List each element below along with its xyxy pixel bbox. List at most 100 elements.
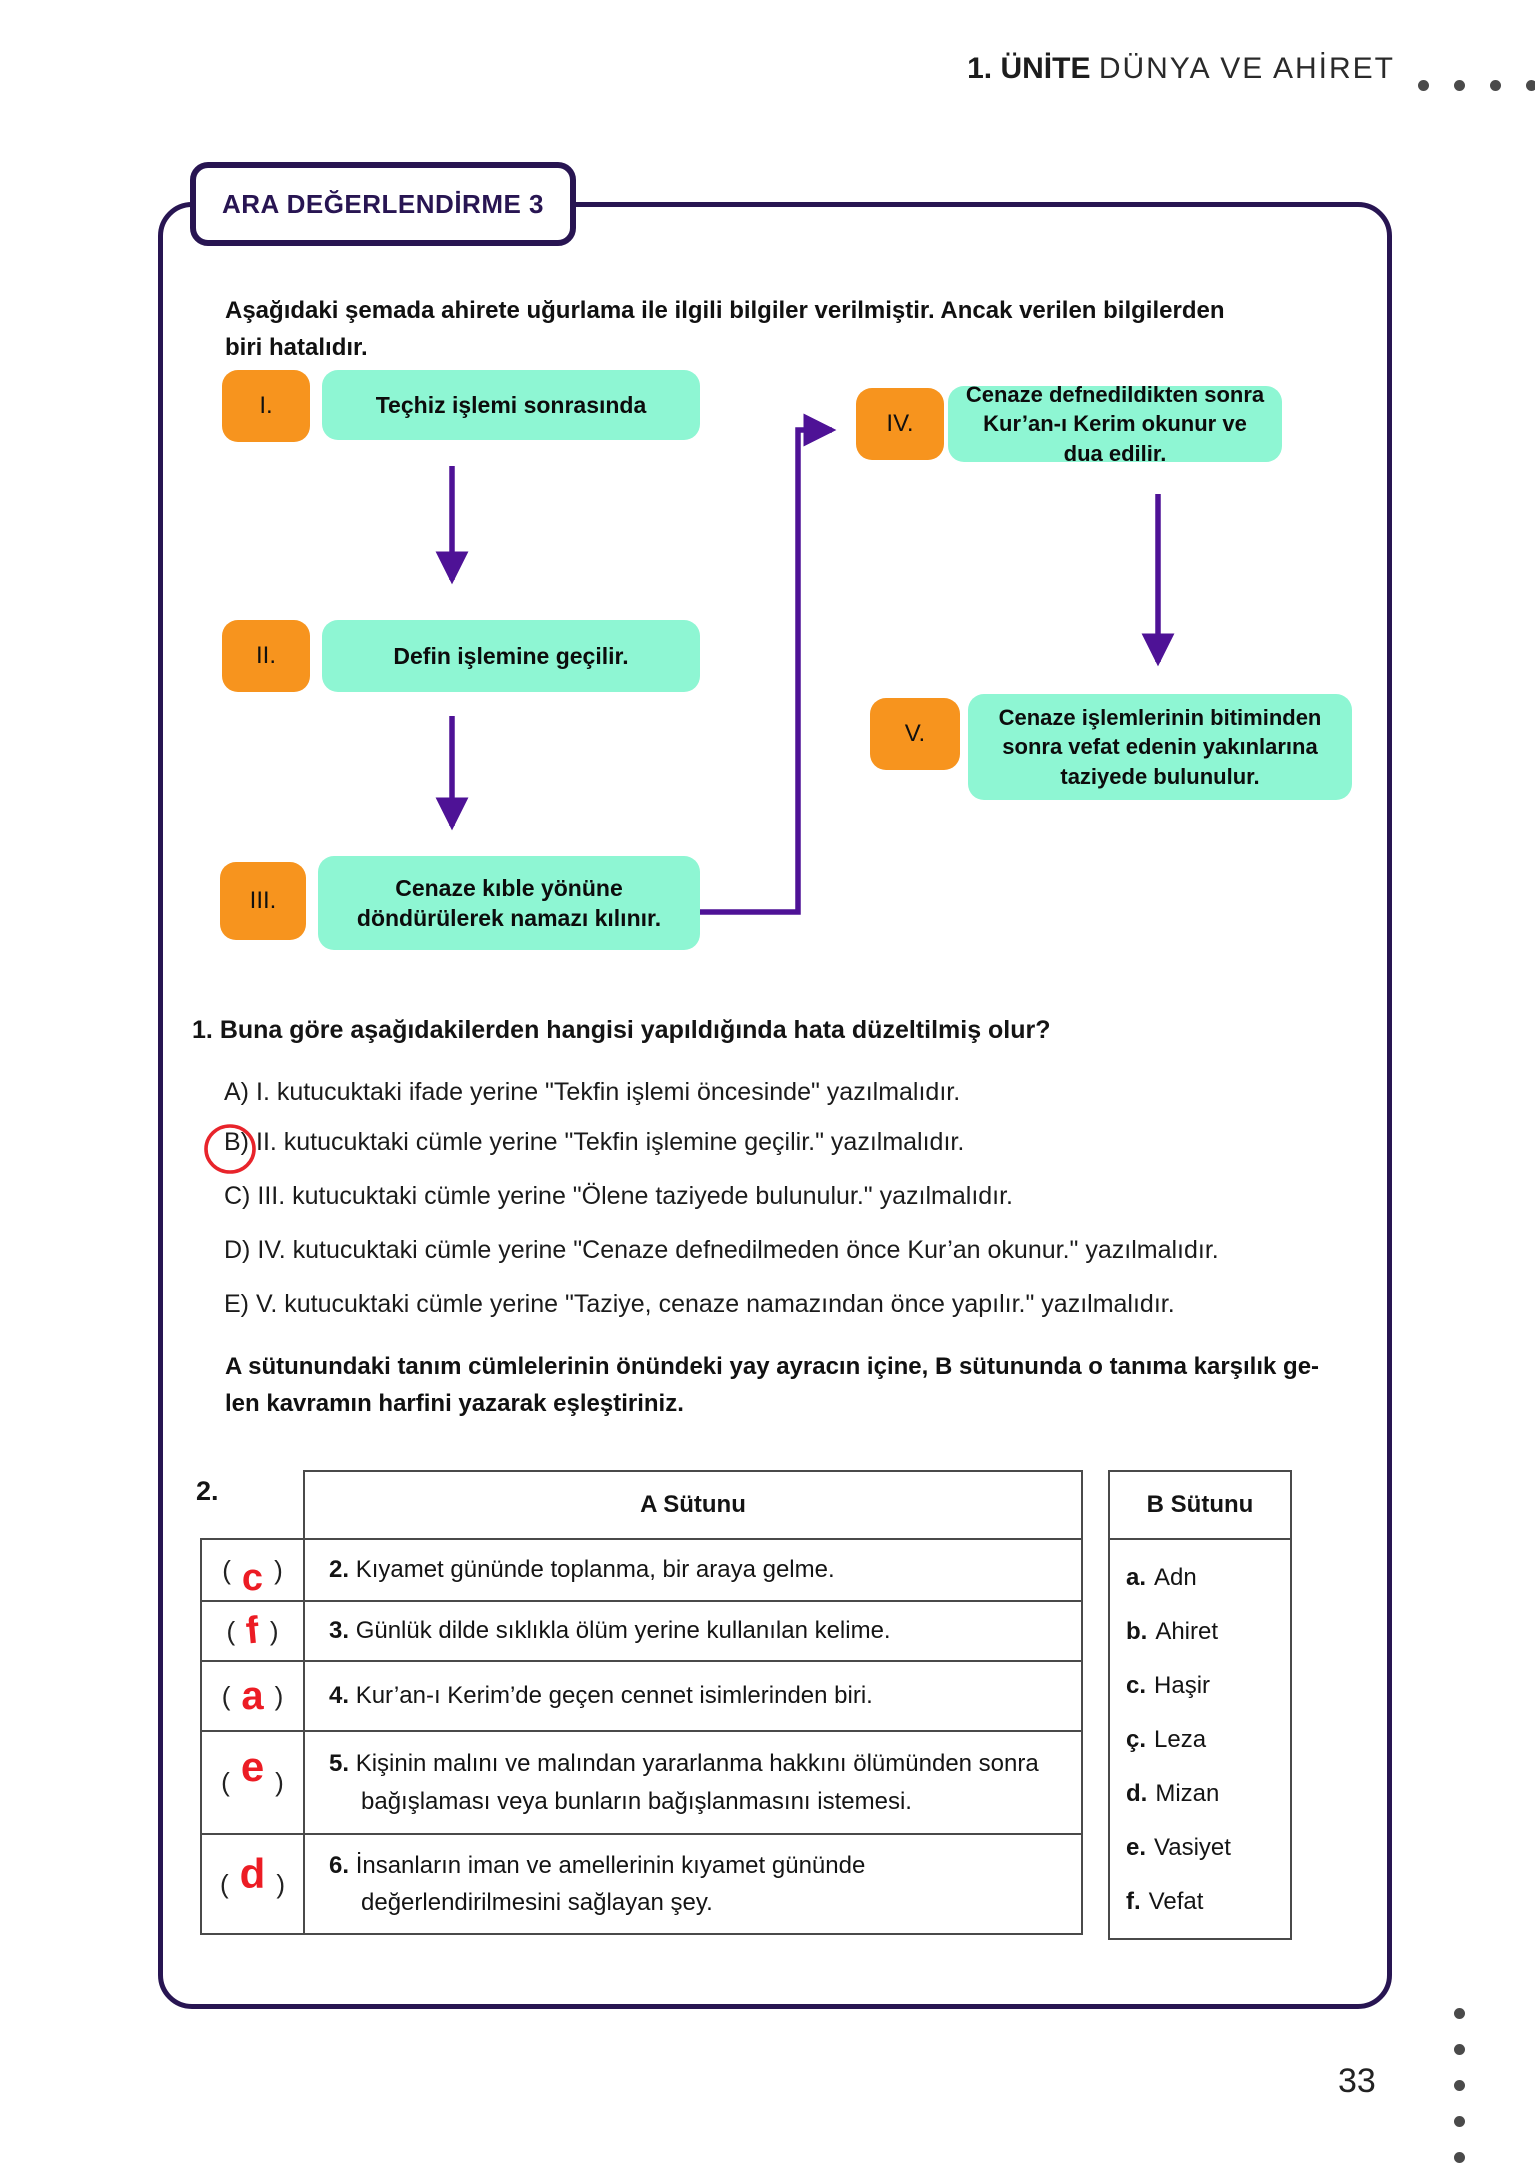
instruction-line: len kavramın harfini yazarak eşleştirini… (225, 1390, 684, 1418)
term-letter: c. (1126, 1672, 1147, 1699)
definition-text: Kişinin malını ve malından yararlanma ha… (355, 1750, 1039, 1815)
term-text: Vefat (1148, 1888, 1204, 1915)
definition-text: Kıyamet gününde toplanma, bir araya gelm… (355, 1556, 835, 1584)
table-row: (c) 2. Kıyamet gününde toplanma, bir ara… (200, 1538, 1083, 1602)
option-c-text: III. kutucuktaki cümle yerine "Ölene taz… (257, 1182, 1014, 1210)
flow-node-3: Cenaze kıble yönüne döndürülerek namazı … (318, 856, 700, 950)
intro-text: Aşağıdaki şemada ahirete uğurlama ile il… (225, 292, 1365, 366)
column-a-header: A Sütunu (303, 1470, 1083, 1540)
instruction-line: A sütunundaki tanım cümlelerinin önündek… (225, 1353, 1320, 1380)
definition-cell: 4. Kur’an-ı Kerim’de geçen cennet isimle… (303, 1660, 1083, 1732)
answer-bracket-cell: (e) (200, 1730, 305, 1835)
option-d: D)IV. kutucuktaki cümle yerine "Cenaze d… (224, 1233, 1219, 1267)
flow-badge-3: III. (220, 862, 306, 940)
item-number: 2. (329, 1556, 350, 1584)
term-text: Ahiret (1155, 1618, 1219, 1645)
question-1-number: 1. (192, 1016, 213, 1044)
term-letter: b. (1126, 1618, 1148, 1645)
unit-number: 1. ÜNİTE (967, 52, 1091, 85)
definition-text: İnsanların iman ve amellerinin kıyamet g… (355, 1851, 866, 1916)
footer-dots (1454, 2008, 1465, 2163)
footer-dot (1454, 2116, 1465, 2127)
header-dot (1490, 80, 1501, 91)
item-number: 4. (329, 1682, 350, 1710)
definition-text: Günlük dilde sıklıkla ölüm yerine kullan… (355, 1617, 891, 1645)
header-dot (1454, 80, 1465, 91)
item-number: 6. (329, 1851, 350, 1879)
option-b-label: B) (224, 1128, 249, 1156)
column-b-table: B Sütunu a. Adn b. Ahiret c. Haşir ç.Leza d… (1108, 1470, 1292, 1940)
table-row: (a) 4. Kur’an-ı Kerim’de geçen cennet is… (200, 1660, 1083, 1732)
intro-line: biri hatalıdır. (225, 334, 368, 362)
intro-line: Aşağıdaki şemada ahirete uğurlama ile il… (225, 297, 1225, 324)
term-item: ç.Leza (1126, 1726, 1290, 1780)
empty-cell (201, 1471, 304, 1539)
term-text: Vasiyet (1154, 1834, 1231, 1861)
term-item: f. Vefat (1126, 1888, 1290, 1942)
column-b-header: B Sütunu (1110, 1472, 1290, 1540)
header-dots (1418, 80, 1535, 91)
answer-bracket-cell: (d) (200, 1833, 305, 1935)
unit-title: DÜNYA VE AHİRET (1098, 52, 1395, 85)
handwritten-answer: f (244, 1609, 261, 1653)
question-2-instruction: A sütunundaki tanım cümlelerinin önündek… (225, 1348, 1375, 1422)
table-row: (f) 3. Günlük dilde sıklıkla ölüm yerine… (200, 1600, 1083, 1662)
term-letter: a. (1126, 1564, 1147, 1591)
option-e: E)V. kutucuktaki cümle yerine "Taziye, c… (224, 1287, 1175, 1321)
answer-bracket-cell: (f) (200, 1600, 305, 1662)
option-d-text: IV. kutucuktaki cümle yerine "Cenaze def… (257, 1236, 1219, 1264)
column-b-items: a. Adn b. Ahiret c. Haşir ç.Leza d. Mizan e.… (1110, 1540, 1290, 1942)
table-row: (d) 6. İnsanların iman ve amellerinin kı… (200, 1833, 1083, 1935)
term-item: a. Adn (1126, 1564, 1290, 1618)
term-item: c. Haşir (1126, 1672, 1290, 1726)
footer-dot (1454, 2080, 1465, 2091)
option-a-text: I. kutucuktaki ifade yerine "Tekfin işle… (256, 1078, 961, 1106)
term-text: Adn (1154, 1564, 1197, 1591)
term-item: b. Ahiret (1126, 1618, 1290, 1672)
item-number: 5. (329, 1750, 350, 1778)
term-letter: ç. (1126, 1726, 1147, 1753)
term-letter: e. (1126, 1834, 1147, 1861)
option-a: A)I. kutucuktaki ifade yerine "Tekfin iş… (224, 1075, 960, 1109)
assessment-title: ARA DEĞERLENDİRME 3 (222, 188, 545, 219)
answer-bracket-cell: (a) (200, 1660, 305, 1732)
option-a-label: A) (224, 1078, 249, 1106)
table-row: (e) 5. Kişinin malını ve malından yararl… (200, 1730, 1083, 1835)
definition-cell: 2. Kıyamet gününde toplanma, bir araya g… (303, 1538, 1083, 1602)
option-c-label: C) (224, 1182, 251, 1210)
page-number: 33 (1338, 2062, 1376, 2100)
flow-node-2: Defin işlemine geçilir. (322, 620, 700, 692)
definition-cell: 6. İnsanların iman ve amellerinin kıyame… (303, 1833, 1083, 1935)
footer-dot (1454, 2152, 1465, 2163)
flow-badge-5: V. (870, 698, 960, 770)
term-text: Mizan (1155, 1780, 1220, 1807)
term-text: Haşir (1154, 1672, 1211, 1699)
term-item: d. Mizan (1126, 1780, 1290, 1834)
flow-badge-2: II. (222, 620, 310, 692)
option-b: B)II. kutucuktaki cümle yerine "Tekfin i… (224, 1125, 964, 1159)
header-dot (1418, 80, 1429, 91)
option-c: C)III. kutucuktaki cümle yerine "Ölene t… (224, 1179, 1013, 1213)
option-b-text: II. kutucuktaki cümle yerine "Tekfin işl… (256, 1128, 965, 1156)
option-e-text: V. kutucuktaki cümle yerine "Taziye, cen… (256, 1290, 1175, 1318)
question-1-stem: 1. Buna göre aşağıdakilerden hangisi yap… (192, 1016, 1051, 1045)
header-dot (1526, 80, 1535, 91)
assessment-title-box: ARA DEĞERLENDİRME 3 (190, 162, 576, 246)
term-item: e. Vasiyet (1126, 1834, 1290, 1888)
flow-node-4: Cenaze defnedildikten sonra Kur’an-ı Ker… (948, 382, 1282, 466)
footer-dot (1454, 2044, 1465, 2055)
flow-badge-1: I. (222, 370, 310, 442)
term-letter: d. (1126, 1780, 1148, 1807)
flow-badge-4: IV. (856, 388, 944, 460)
table-header-row: A Sütunu (201, 1470, 1083, 1540)
footer-dot (1454, 2008, 1465, 2019)
option-d-label: D) (224, 1236, 251, 1264)
definition-cell: 3. Günlük dilde sıklıkla ölüm yerine kul… (303, 1600, 1083, 1662)
unit-header: 1. ÜNİTE DÜNYA VE AHİRET (0, 52, 1395, 86)
definition-cell: 5. Kişinin malını ve malından yararlanma… (303, 1730, 1083, 1835)
question-2-number: 2. (196, 1476, 219, 1506)
definition-text: Kur’an-ı Kerim’de geçen cennet isimlerin… (355, 1682, 873, 1710)
term-letter: f. (1126, 1888, 1141, 1915)
flow-node-5: Cenaze işlemlerinin bitiminden sonra vef… (968, 694, 1352, 800)
